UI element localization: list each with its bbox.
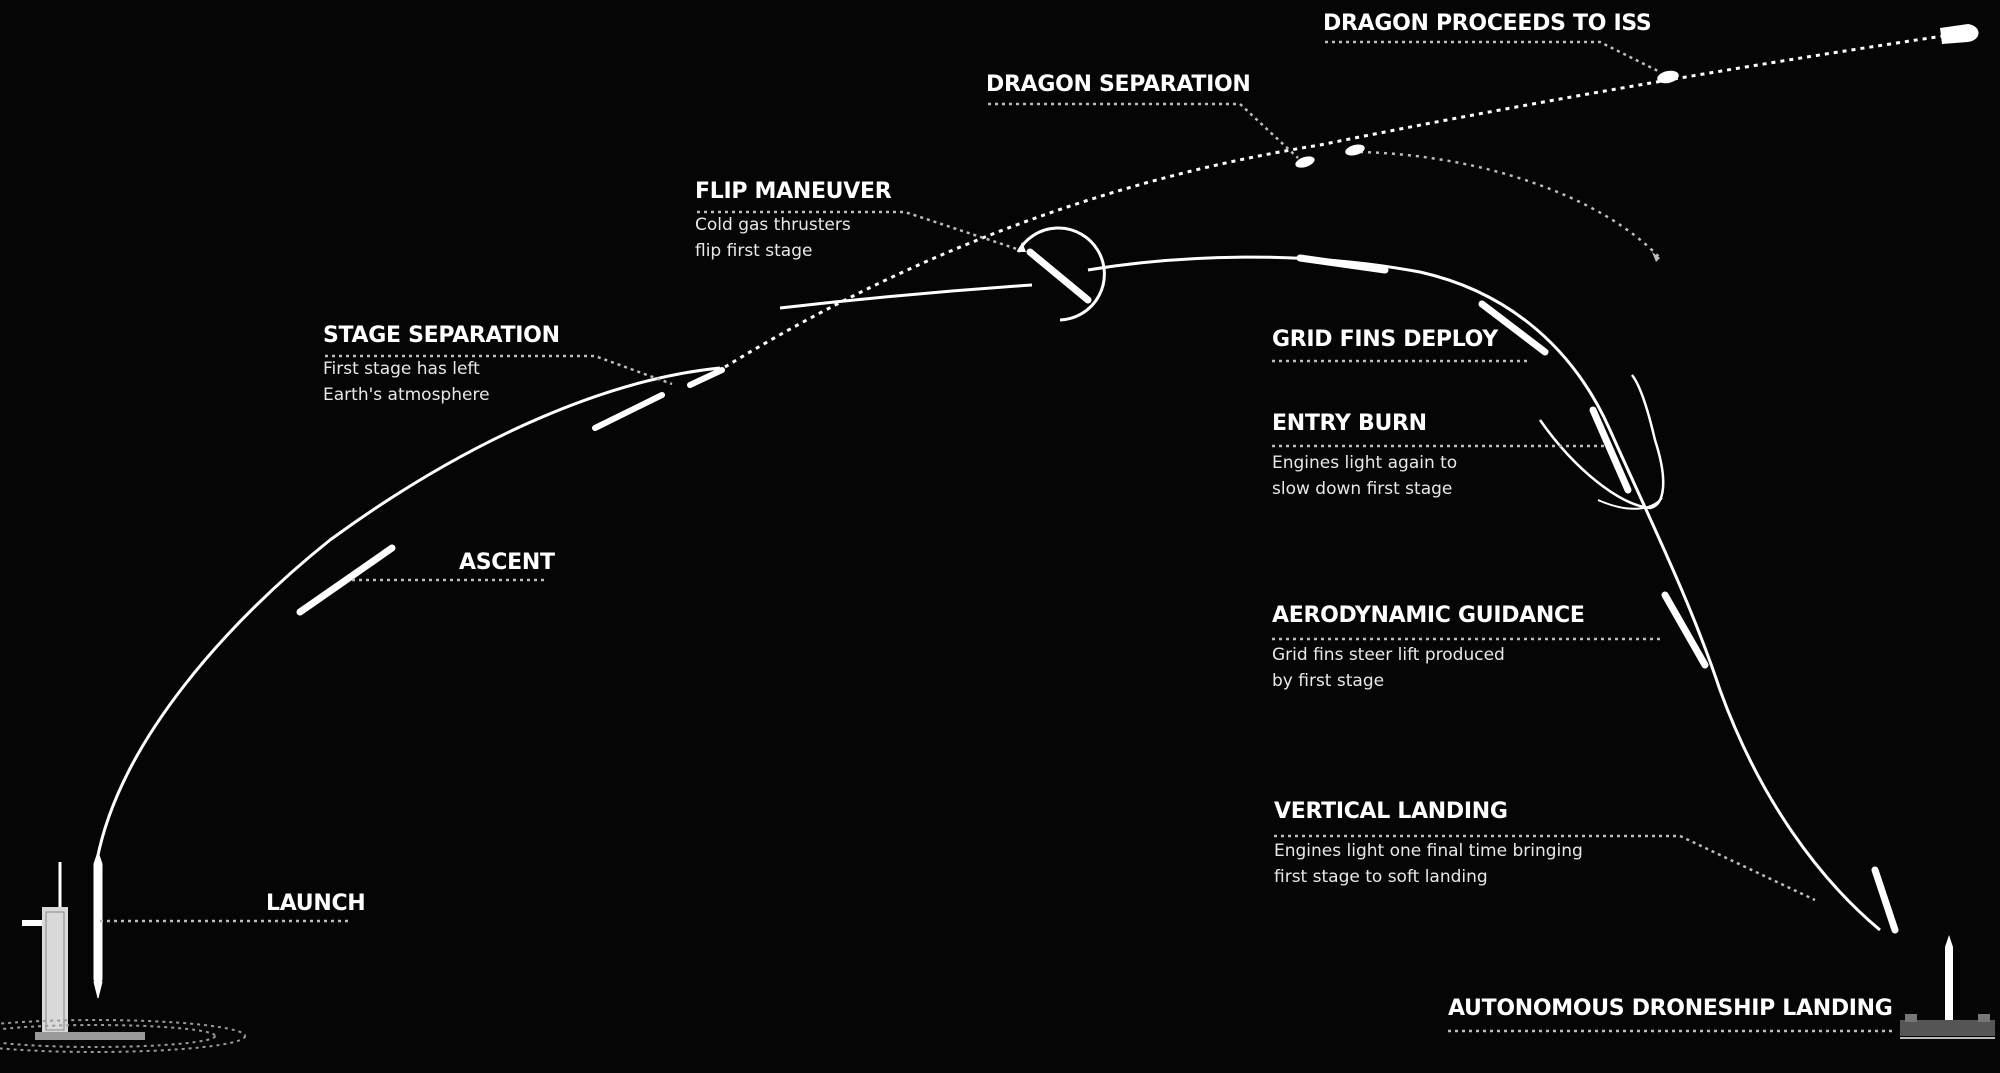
- label-launch: LAUNCH: [266, 890, 366, 918]
- description-line: Grid fins steer lift produced: [1272, 645, 1505, 665]
- boostback-trajectory: [1087, 255, 1881, 932]
- droneship-icon: [1900, 1014, 1995, 1039]
- label-dragon-separation: DRAGON SEPARATION: [986, 71, 1251, 99]
- stage-title: AUTONOMOUS DRONESHIP LANDING: [1448, 996, 1893, 1021]
- stage-title: DRAGON PROCEEDS TO ISS: [1323, 11, 1652, 36]
- rocket-icon: [296, 367, 725, 616]
- flip-circle: [1016, 226, 1106, 322]
- stage-description: Grid fins steer lift produced by first s…: [1272, 642, 1585, 694]
- stage-title: ENTRY BURN: [1272, 411, 1427, 436]
- label-autonomous-droneship-landing: AUTONOMOUS DRONESHIP LANDING: [1448, 995, 1893, 1023]
- label-vertical-landing: VERTICAL LANDING Engines light one final…: [1274, 798, 1583, 890]
- label-entry-burn: ENTRY BURN Engines light again to slow d…: [1272, 410, 1457, 502]
- description-line: flip first stage: [695, 241, 813, 261]
- stage-description: Cold gas thrusters flip first stage: [695, 212, 891, 264]
- stage-title: LAUNCH: [266, 891, 366, 916]
- rocket-icon: [1026, 248, 1092, 304]
- stage-title: ASCENT: [459, 550, 555, 575]
- description-line: Earth's atmosphere: [323, 385, 490, 405]
- leader-lines: [100, 40, 1895, 1033]
- stage-title: DRAGON SEPARATION: [986, 72, 1251, 97]
- description-line: First stage has left: [323, 359, 480, 379]
- stage-description: Engines light again to slow down first s…: [1272, 450, 1457, 502]
- launch-tower-icon: [0, 862, 246, 1053]
- label-flip-maneuver: FLIP MANEUVER Cold gas thrusters flip fi…: [695, 178, 892, 264]
- stage-description: First stage has left Earth's atmosphere: [323, 356, 560, 408]
- dragon-coast-arc: [1359, 150, 1661, 259]
- description-line: Cold gas thrusters: [695, 215, 851, 235]
- stage-title: FLIP MANEUVER: [695, 179, 892, 204]
- label-dragon-proceeds-to-iss: DRAGON PROCEEDS TO ISS: [1323, 10, 1652, 38]
- rocket-icon: [93, 850, 103, 999]
- label-aerodynamic-guidance: AERODYNAMIC GUIDANCE Grid fins steer lif…: [1272, 602, 1585, 694]
- stage-title: STAGE SEPARATION: [323, 323, 560, 348]
- stage-title: AERODYNAMIC GUIDANCE: [1272, 603, 1585, 628]
- description-line: slow down first stage: [1272, 479, 1453, 499]
- stage-title: VERTICAL LANDING: [1274, 799, 1508, 824]
- upper-stage-trajectory: [724, 33, 1951, 369]
- label-grid-fins-deploy: GRID FINS DEPLOY: [1272, 326, 1498, 354]
- ascent-trajectory: [95, 366, 721, 861]
- description-line: Engines light one final time bringing: [1274, 841, 1583, 861]
- description-line: by first stage: [1272, 671, 1385, 691]
- description-line: first stage to soft landing: [1274, 867, 1488, 887]
- stage-description: Engines light one final time bringing fi…: [1274, 838, 1583, 890]
- label-ascent: ASCENT: [459, 549, 555, 577]
- rocket-icon: [1296, 254, 1899, 934]
- flip-lead-in: [779, 283, 1033, 310]
- description-line: Engines light again to: [1272, 453, 1458, 473]
- dragon-capsule-icon: [1295, 24, 1979, 168]
- label-stage-separation: STAGE SEPARATION First stage has left Ea…: [323, 322, 560, 408]
- stage-title: GRID FINS DEPLOY: [1272, 327, 1498, 352]
